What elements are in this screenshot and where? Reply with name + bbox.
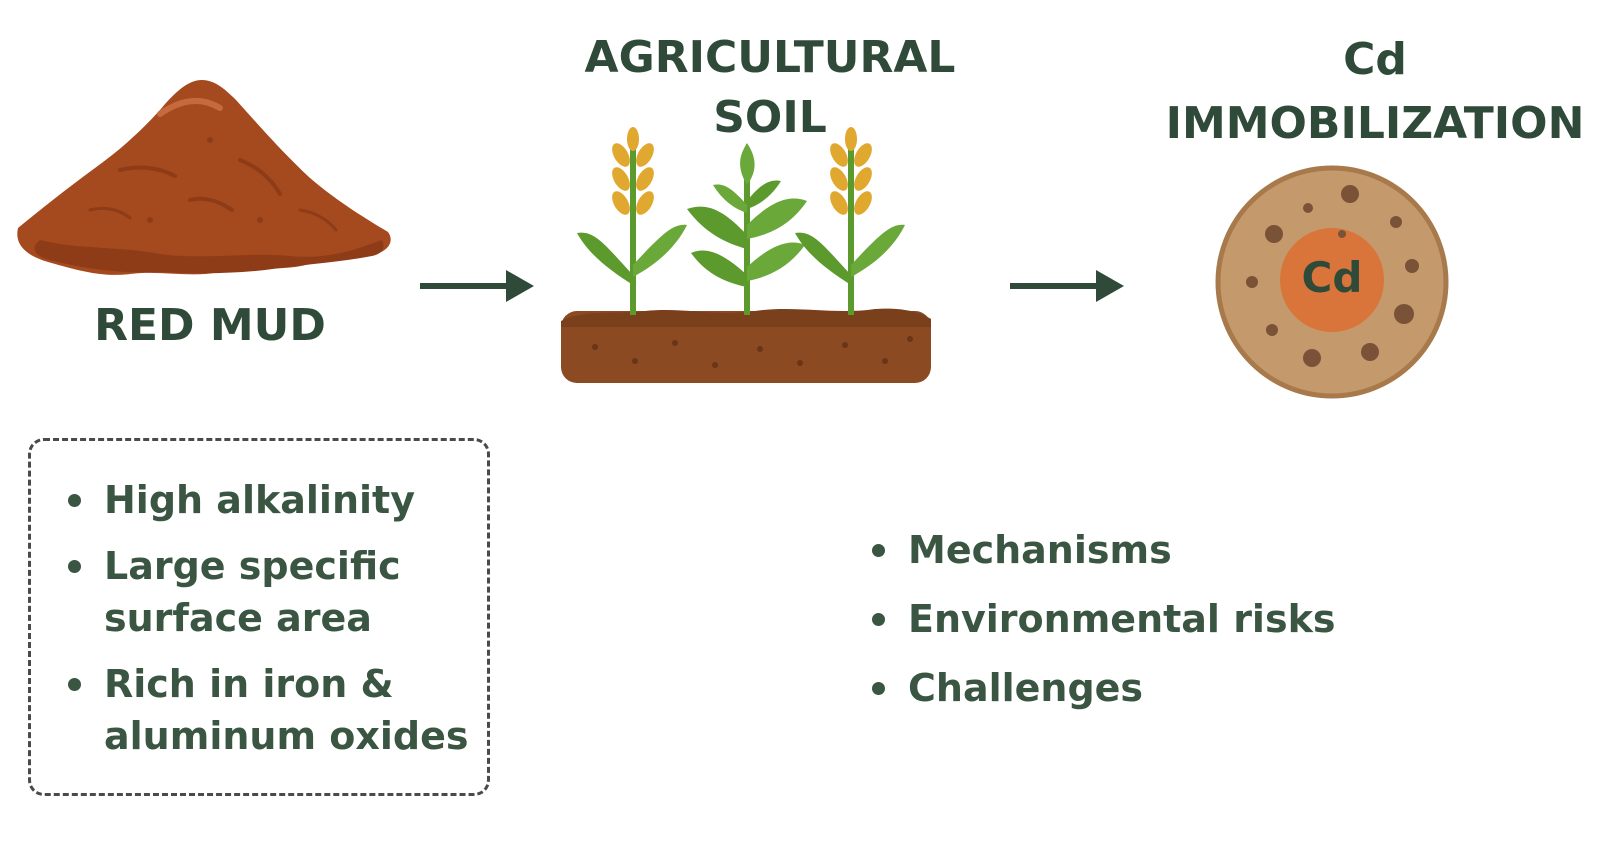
red-mud-properties-list: High alkalinity Large specific surface a… xyxy=(62,474,482,776)
cd-particle-icon xyxy=(1215,165,1449,399)
list-item: Large specific surface area xyxy=(62,540,482,644)
list-item: High alkalinity xyxy=(62,474,482,526)
list-item: Mechanisms xyxy=(866,524,1426,576)
list-item: Challenges xyxy=(866,662,1426,714)
crops-in-soil-icon xyxy=(561,127,931,383)
cd-immobilization-title: Cd IMMOBILIZATION xyxy=(1165,34,1585,149)
red-mud-pile-icon xyxy=(17,80,391,275)
agricultural-soil-title: AGRICULTURAL SOIL xyxy=(584,32,956,143)
cd-particle-label: Cd xyxy=(1301,253,1363,302)
red-mud-properties-box xyxy=(28,438,490,796)
arrow-right-icon xyxy=(420,270,534,302)
red-mud-label: RED MUD xyxy=(94,300,326,351)
list-item: Environmental risks xyxy=(866,593,1426,645)
immobilization-aspects-list: Mechanisms Environmental risks Challenge… xyxy=(866,524,1426,731)
arrow-right-icon xyxy=(1010,270,1124,302)
list-item: Rich in iron & aluminum oxides xyxy=(62,658,482,762)
